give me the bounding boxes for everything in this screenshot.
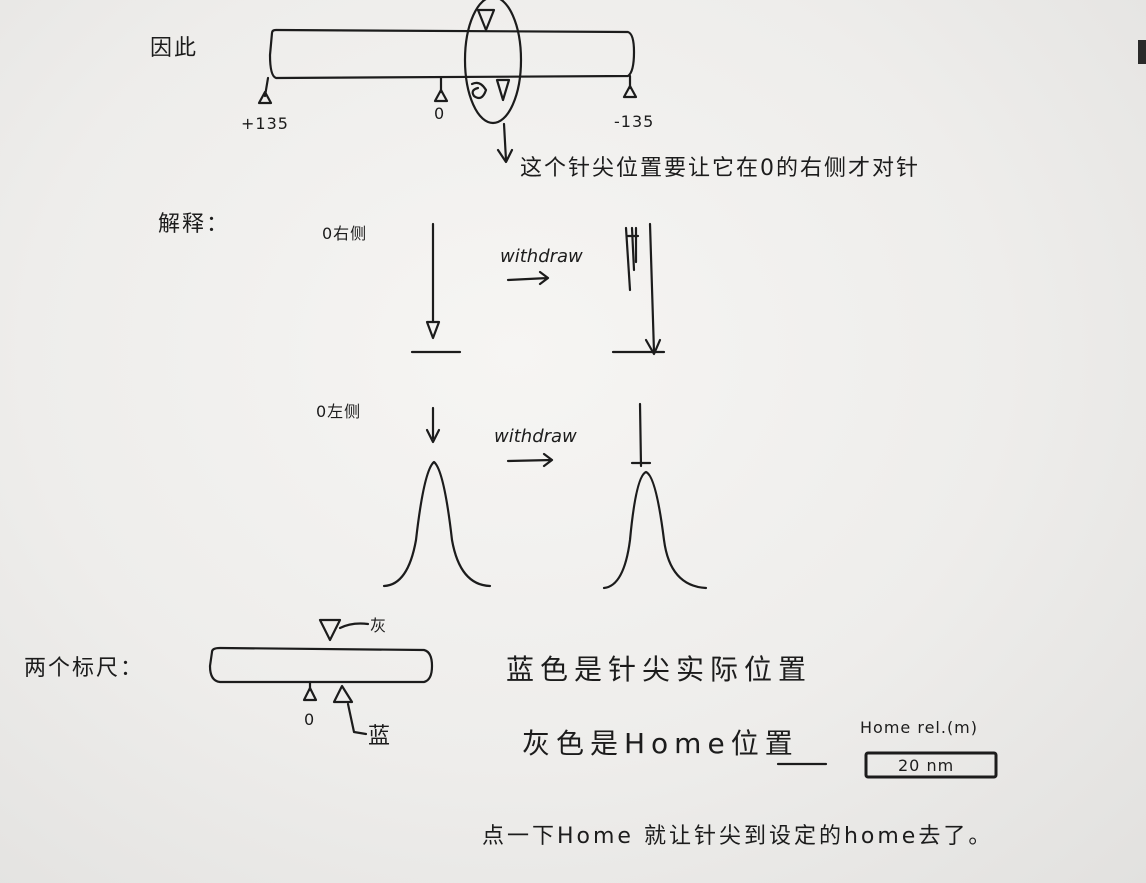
zero-left-label: 0左侧	[316, 402, 362, 421]
blue-short-label: 蓝	[368, 724, 393, 749]
withdraw-label-1: withdraw	[500, 246, 583, 267]
blue-description: 蓝色是针尖实际位置	[506, 653, 813, 686]
zero-right-label: 0右侧	[322, 224, 368, 243]
tip-position-note: 这个针尖位置要让它在0的右侧才对针	[520, 156, 920, 181]
left-case-after-peak-curve	[602, 470, 708, 590]
tip-pointer-triangle-top	[495, 78, 511, 102]
scribble-mark	[470, 81, 488, 100]
blue-tip-leader	[346, 702, 368, 736]
pointer-to-note-arrow	[502, 122, 508, 162]
withdraw-arrow-1	[506, 270, 550, 286]
blue-tip-triangle	[332, 684, 354, 704]
explain-label: 解释：	[158, 212, 231, 237]
home-rel-value: 20 nm	[898, 756, 955, 775]
withdraw-arrow-2	[506, 452, 554, 468]
click-home-note: 点一下Home 就让针尖到设定的home去了。	[482, 824, 994, 849]
home-rel-field	[864, 751, 998, 779]
therefore-label: 因此	[150, 36, 199, 61]
gray-short-label: 灰	[370, 616, 388, 635]
plus-135-triangle	[257, 90, 273, 105]
left-case-arrowhead	[425, 428, 441, 444]
zero-bottom-label: 0	[304, 710, 316, 729]
home-pointer-triangle-top	[476, 8, 496, 32]
bottom-scale-bar	[208, 646, 434, 684]
circled-pointer-region	[463, 0, 523, 125]
two-markers-label: 两个标尺：	[24, 656, 145, 681]
zero-triangle	[433, 88, 449, 103]
minus-135-label: -135	[614, 112, 655, 131]
zero-top-label: 0	[434, 104, 446, 123]
gray-home-triangle	[318, 618, 342, 642]
left-case-peak-curve	[382, 460, 492, 588]
gray-home-leader	[338, 622, 370, 630]
right-case-after-arrowhead	[644, 338, 662, 356]
page-edge-mark	[1138, 40, 1146, 64]
withdraw-label-2: withdraw	[494, 426, 577, 447]
left-case-after-line	[638, 402, 643, 468]
right-case-after-line	[648, 222, 656, 354]
right-case-after-tip-scribble	[624, 226, 640, 292]
minus-135-triangle	[622, 84, 638, 99]
plus-135-label: +135	[241, 114, 289, 133]
bottom-zero-triangle	[302, 686, 318, 702]
right-case-arrow-triangle	[425, 320, 441, 340]
top-scale-bar	[268, 28, 636, 80]
pointer-to-note-arrowhead	[496, 148, 514, 164]
home-rel-label: Home rel.(m)	[860, 718, 979, 737]
gray-description: 灰色是Home位置	[522, 727, 799, 760]
